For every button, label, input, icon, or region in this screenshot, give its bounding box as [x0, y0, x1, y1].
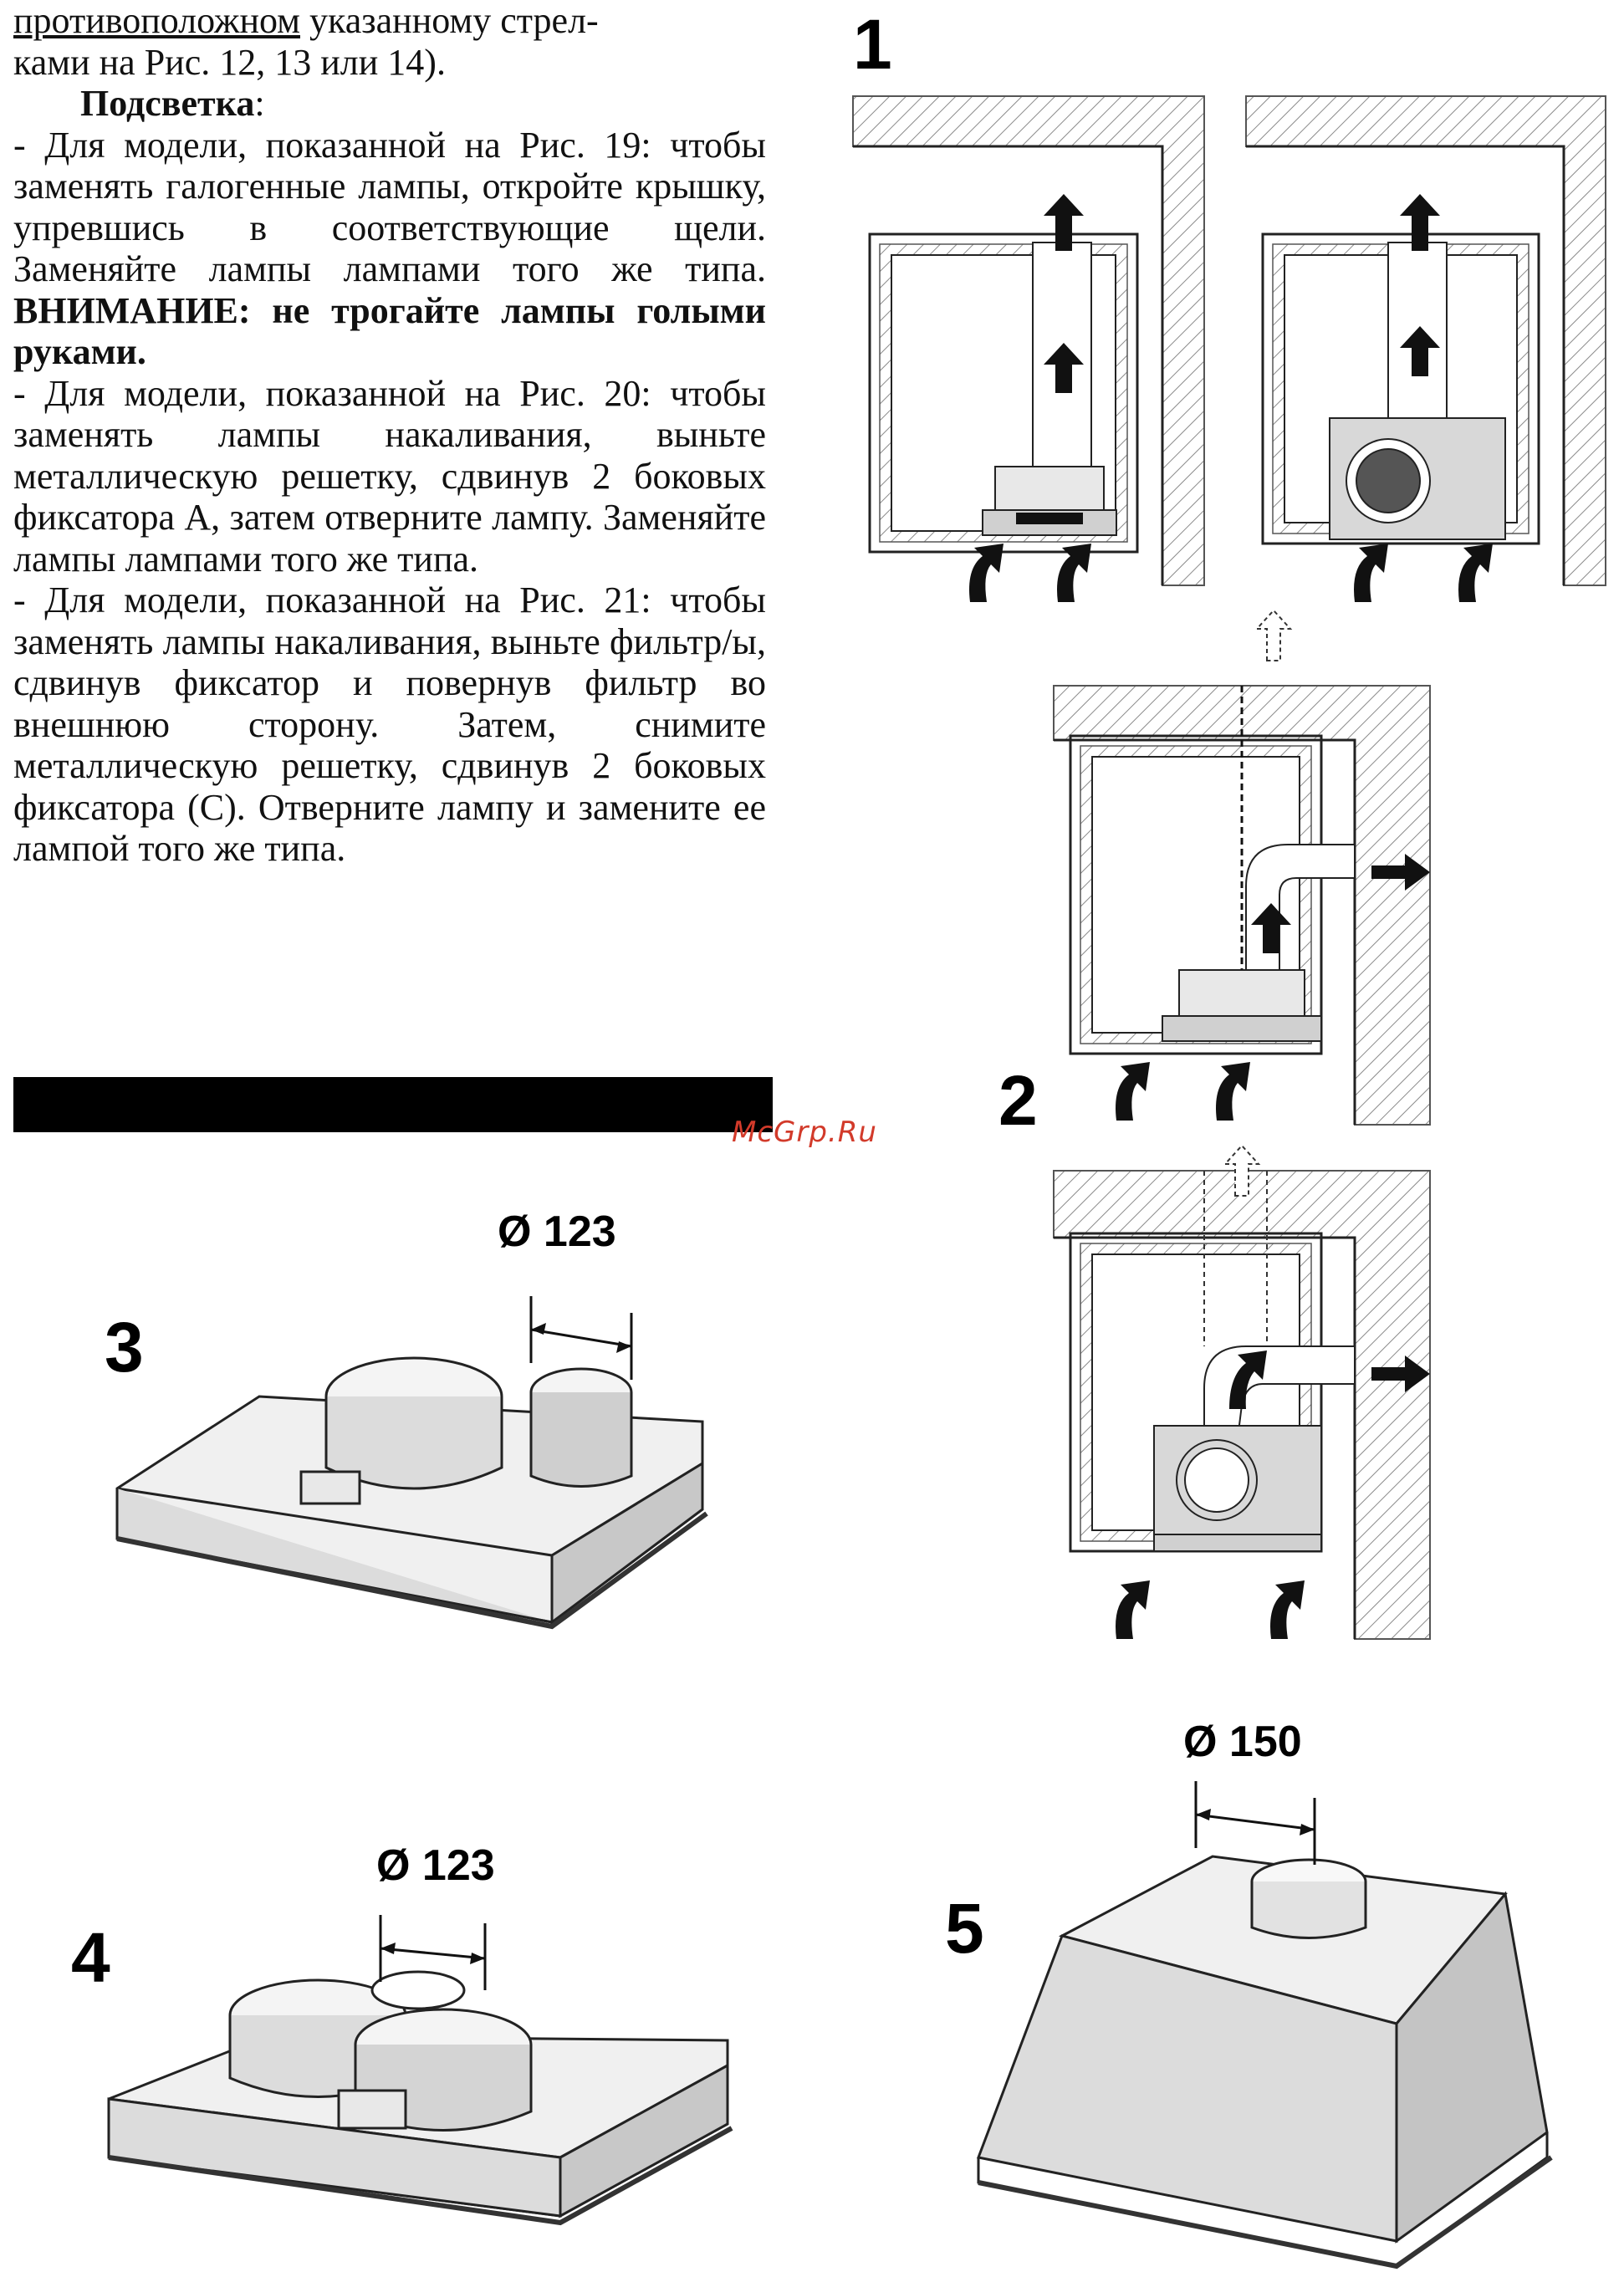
fig4-hood-unit — [107, 1915, 733, 2226]
paragraph-fig19: - Для модели, показанной на Рис. 19: что… — [13, 125, 766, 373]
watermark: McGrp.Ru — [732, 1116, 877, 1149]
underlined-word: противоположном — [13, 0, 300, 41]
figure-number: 1 — [853, 5, 892, 84]
warning-text: ВНИМАНИЕ: не трогайте лампы голыми рукам… — [13, 289, 766, 373]
figure-number: 4 — [71, 1918, 110, 1997]
fig2-upper-cabinet: 2 — [998, 609, 1431, 1140]
diameter-label: Ø 123 — [376, 1841, 495, 1890]
instruction-text-column: противоположном указанному стрел- ками н… — [13, 0, 766, 870]
section-divider-bar — [13, 1077, 773, 1132]
figure-5-diagram: 5 Ø 150 — [945, 1718, 1553, 2269]
figure-number: 5 — [945, 1889, 984, 1968]
fig5-hood-unit — [976, 1781, 1553, 2269]
fig1-left-cabinet — [852, 95, 1205, 602]
paragraph-fig19-text: - Для модели, показанной на Рис. 19: что… — [13, 124, 766, 290]
fig3-hood-unit — [115, 1296, 708, 1630]
fig2-lower-cabinet — [1053, 1144, 1431, 1640]
figure-number: 3 — [105, 1308, 144, 1386]
heading-text: Подсветка — [80, 83, 255, 124]
continued-paragraph: противоположном указанному стрел- ками н… — [13, 0, 766, 83]
diameter-label: Ø 150 — [1183, 1718, 1302, 1766]
figure-3-diagram: 3 Ø 123 — [105, 1207, 708, 1630]
figure-1-diagram: 1 — [852, 5, 1606, 602]
line-rest: указанному стрел- — [300, 0, 599, 41]
figure-4-diagram: 4 Ø 123 — [71, 1841, 733, 2226]
paragraph-fig20: - Для модели, показанной на Рис. 20: что… — [13, 372, 766, 579]
paragraph-fig21: - Для модели, показанной на Рис. 21: что… — [13, 579, 766, 869]
section-heading: Подсветка: — [13, 83, 766, 125]
line-two: ками на Рис. 12, 13 или 14). — [13, 41, 446, 83]
diameter-label: Ø 123 — [498, 1207, 616, 1256]
figure-2-diagram: 2 — [998, 609, 1431, 1640]
fig1-right-cabinet — [1245, 95, 1606, 602]
heading-colon: : — [254, 83, 265, 124]
figure-number: 2 — [998, 1061, 1038, 1140]
